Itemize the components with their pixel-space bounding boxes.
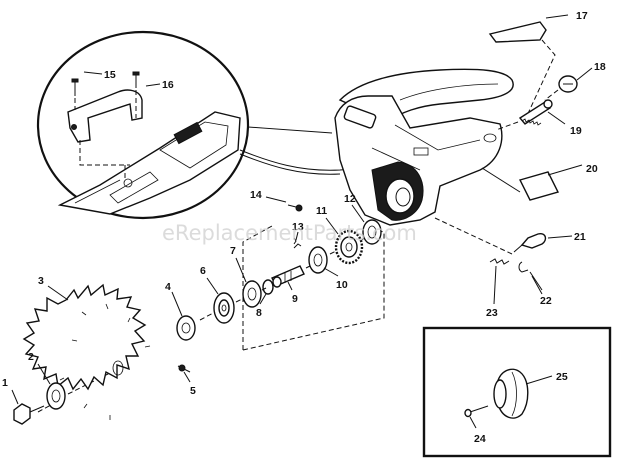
callout-3: 3 bbox=[38, 275, 44, 287]
callout-22: 22 bbox=[540, 295, 552, 307]
assembly-guide bbox=[242, 225, 385, 351]
part-label-card bbox=[488, 14, 569, 121]
saw-housing bbox=[239, 68, 514, 226]
part-shaft-9 bbox=[271, 265, 305, 288]
callout-24: 24 bbox=[474, 433, 486, 445]
callout-1: 1 bbox=[2, 377, 8, 389]
callout-leaders bbox=[11, 204, 543, 405]
callout-9: 9 bbox=[292, 293, 298, 305]
watermark-text: eReplacementParts.com bbox=[162, 221, 417, 245]
part-screw-14 bbox=[265, 196, 303, 212]
callout-21: 21 bbox=[574, 231, 586, 243]
callout-18: 18 bbox=[594, 61, 606, 73]
callout-2: 2 bbox=[28, 351, 34, 363]
part-gear-11 bbox=[334, 229, 364, 265]
part-spacer-8 bbox=[262, 279, 274, 295]
part-spring-rod bbox=[495, 99, 566, 131]
part-flange-6 bbox=[213, 292, 235, 324]
callout-12: 12 bbox=[344, 193, 356, 205]
part-outer-flange-2 bbox=[46, 382, 66, 410]
callout-4: 4 bbox=[165, 281, 171, 293]
callout-8: 8 bbox=[256, 307, 262, 319]
part-washer-4 bbox=[176, 315, 196, 341]
callout-17: 17 bbox=[576, 10, 588, 22]
part-end-cap bbox=[544, 67, 593, 101]
callout-14: 14 bbox=[250, 189, 262, 201]
part-bearing-10 bbox=[308, 246, 328, 274]
callout-19: 19 bbox=[570, 125, 582, 137]
part-plate bbox=[481, 164, 583, 201]
callout-13: 13 bbox=[292, 221, 304, 233]
part-bearing-7 bbox=[242, 280, 262, 308]
part-screw-5 bbox=[177, 364, 191, 373]
handle-detail-inset bbox=[36, 30, 333, 220]
callout-25: 25 bbox=[556, 371, 568, 383]
callout-7: 7 bbox=[230, 245, 236, 257]
knob-detail-inset bbox=[422, 326, 612, 458]
part-knob-pin bbox=[434, 217, 573, 255]
part-saw-blade-3 bbox=[22, 283, 151, 420]
callout-16: 16 bbox=[162, 79, 174, 91]
part-bearing-12 bbox=[362, 219, 382, 245]
callout-20: 20 bbox=[586, 163, 598, 175]
part-clip bbox=[518, 261, 543, 291]
callout-23: 23 bbox=[486, 307, 498, 319]
part-spring bbox=[489, 258, 510, 305]
callout-6: 6 bbox=[200, 265, 206, 277]
callout-10: 10 bbox=[336, 279, 348, 291]
part-bolt-1 bbox=[13, 403, 45, 425]
part-key-13 bbox=[293, 237, 302, 249]
callout-15: 15 bbox=[104, 69, 116, 81]
callout-11: 11 bbox=[316, 205, 327, 217]
callout-labels: 1 2 3 4 5 6 7 8 9 10 11 12 13 14 15 16 1… bbox=[2, 10, 606, 445]
callout-5: 5 bbox=[190, 385, 196, 397]
